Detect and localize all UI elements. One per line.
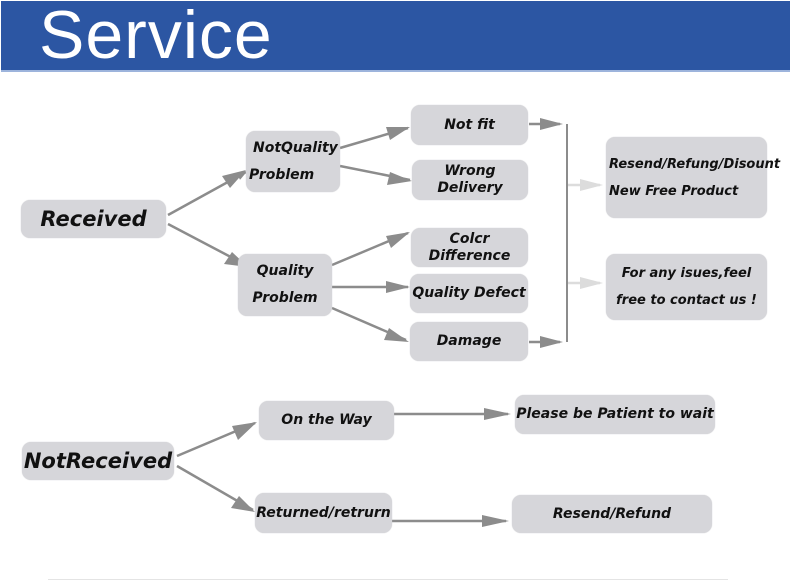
node-not-received-label: NotReceived bbox=[23, 449, 173, 473]
node-be-patient-label: Please be Patient to wait bbox=[516, 406, 714, 422]
node-label-line-2: Problem bbox=[249, 166, 315, 183]
node-received: Received bbox=[21, 200, 166, 238]
arrow-received-quality bbox=[167, 222, 246, 267]
node-label-line-1: Quality bbox=[256, 263, 314, 279]
node-not-quality-problem: NotQuality Problem bbox=[246, 131, 340, 192]
arrow-quality-color bbox=[331, 231, 409, 267]
node-wrong-delivery: Wrong Delivery bbox=[412, 160, 528, 200]
footer-divider bbox=[48, 579, 728, 580]
node-label-line-2: Delivery bbox=[437, 180, 503, 196]
arrowhead bbox=[386, 127, 410, 140]
node-not-fit: Not fit bbox=[411, 105, 528, 145]
node-damage: Damage bbox=[410, 322, 528, 361]
node-quality-defect: Quality Defect bbox=[410, 274, 528, 313]
arrowhead bbox=[222, 170, 246, 188]
arrowhead bbox=[540, 118, 563, 130]
arrowhead bbox=[232, 422, 257, 440]
arrow-notquality-notfit bbox=[339, 126, 409, 150]
node-received-label: Received bbox=[40, 207, 147, 231]
arrowhead bbox=[384, 328, 409, 342]
node-on-the-way-label: On the Way bbox=[281, 412, 372, 428]
node-label-line-2: free to contact us ! bbox=[616, 293, 757, 308]
node-label-line-2: New Free Product bbox=[609, 183, 739, 199]
node-label-line-1: Resend/Refung/Disount bbox=[609, 156, 781, 172]
node-resend-refund: Resend/Refund bbox=[512, 495, 712, 533]
node-label-line-1: NotQuality bbox=[253, 139, 338, 156]
node-quality-defect-label: Quality Defect bbox=[412, 285, 526, 301]
node-not-fit-label: Not fit bbox=[444, 116, 495, 133]
arrow-notreceived-ontheway bbox=[176, 421, 256, 458]
node-label-line-2: Difference bbox=[428, 247, 511, 264]
node-quality-problem: Quality Problem bbox=[238, 254, 332, 316]
arrow-notquality-wrong bbox=[339, 164, 411, 182]
header-banner: Service bbox=[1, 0, 790, 73]
node-label-line-1: For any isues,feel bbox=[621, 266, 752, 281]
node-label-line-1: Wrong bbox=[444, 163, 496, 179]
node-label-line-2: Problem bbox=[252, 290, 318, 306]
node-not-received: NotReceived bbox=[22, 442, 174, 480]
node-be-patient: Please be Patient to wait bbox=[515, 395, 715, 434]
node-returned: Returned/retrurn bbox=[255, 493, 392, 533]
arrowhead bbox=[580, 179, 603, 191]
arrowhead bbox=[387, 172, 412, 185]
arrowhead bbox=[580, 277, 603, 289]
page-title: Service bbox=[39, 0, 273, 73]
node-on-the-way: On the Way bbox=[259, 401, 394, 440]
arrowhead bbox=[482, 515, 509, 527]
node-resolution-options: Resend/Refung/Disount New Free Product bbox=[606, 137, 780, 218]
node-label-line-1: Colcr bbox=[449, 230, 490, 247]
node-contact-us: For any isues,feel free to contact us ! bbox=[606, 254, 767, 320]
arrowhead bbox=[386, 281, 410, 293]
arrowhead bbox=[386, 232, 410, 248]
arrow-received-notquality bbox=[167, 170, 246, 217]
node-returned-label: Returned/retrurn bbox=[256, 504, 391, 521]
node-damage-label: Damage bbox=[436, 333, 502, 349]
arrowhead bbox=[231, 496, 255, 512]
node-resend-refund-label: Resend/Refund bbox=[552, 505, 672, 522]
arrowhead bbox=[484, 408, 511, 420]
arrow-quality-damage bbox=[331, 306, 407, 342]
arrowhead bbox=[540, 336, 563, 348]
node-color-difference: Colcr Difference bbox=[411, 228, 528, 267]
arrow-notreceived-returned bbox=[176, 464, 254, 512]
